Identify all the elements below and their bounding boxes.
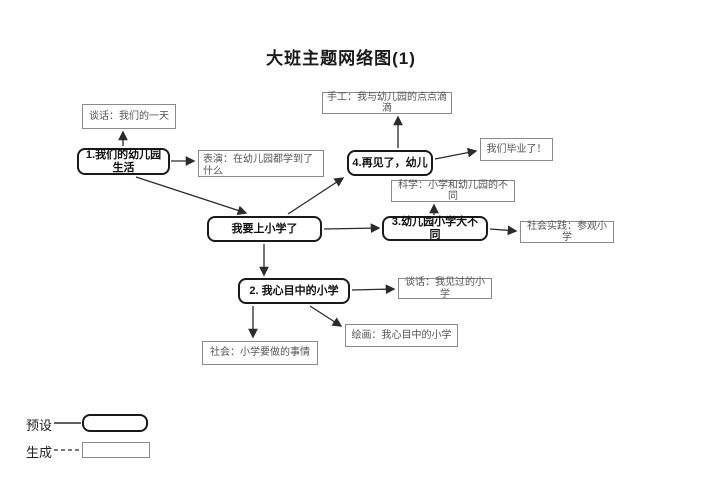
node-theme4: 4.再见了，幼儿 — [347, 150, 433, 176]
node-talk-day: 谈话：我们的一天 — [82, 104, 176, 129]
node-science-diff: 科学：小学和幼儿园的不同 — [391, 180, 515, 202]
node-perform-learned: 表演：在幼儿园都学到了什么 — [198, 150, 324, 177]
node-graduated: 我们毕业了！ — [480, 138, 553, 161]
node-craft-moments: 手工：我与幼儿园的点点滴滴 — [322, 92, 452, 114]
edge-theme2-draw — [309, 305, 343, 327]
node-talk-seen: 谈话：我见过的小学 — [398, 277, 492, 300]
edge-theme3-socialpractice — [489, 225, 518, 236]
node-center-theme: 我要上小学了 — [207, 216, 322, 242]
legend-generated-swatch — [82, 442, 150, 458]
edge-theme4-graduated — [434, 147, 478, 160]
node-social-practice: 社会实践：参观小学 — [520, 221, 614, 243]
node-theme2: 2. 我心目中的小学 — [238, 278, 350, 304]
edge-center-theme4 — [287, 177, 345, 215]
diagram-title: 大班主题网络图(1) — [266, 49, 416, 68]
legend-preset-label: 预设 — [26, 418, 53, 433]
edge-theme2-talkseen — [351, 284, 396, 295]
node-social-things: 社会：小学要做的事情 — [202, 341, 318, 365]
legend-generated-label: 生成 — [26, 445, 53, 460]
node-theme1: 1.我们的幼儿园生活 — [77, 148, 170, 175]
edge-center-theme3 — [323, 223, 381, 234]
node-theme3: 3.幼儿园小学大不同 — [382, 216, 488, 241]
legend-preset-swatch — [82, 414, 148, 432]
node-draw-school: 绘画：我心目中的小学 — [345, 324, 458, 347]
edge-theme1-center — [135, 176, 248, 216]
